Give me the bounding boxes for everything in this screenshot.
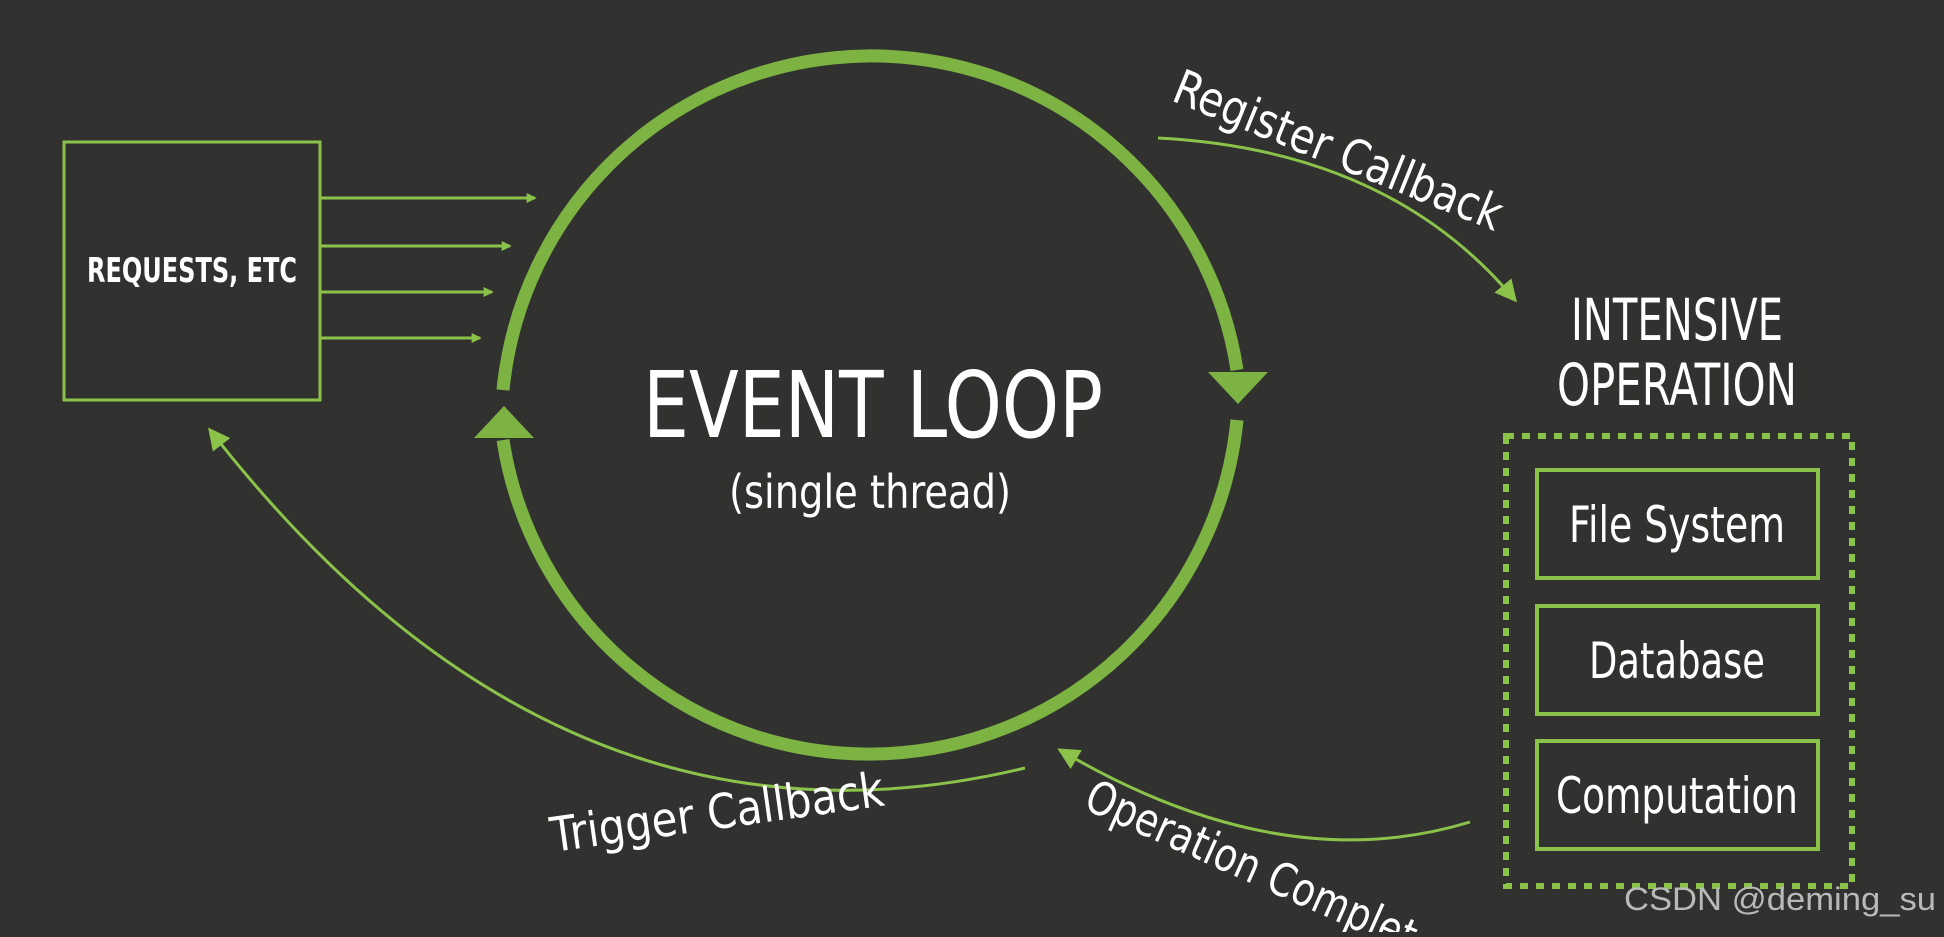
operation-item-database: Database [1535,604,1820,716]
intensive-operation: INTENSIVE OPERATION File System Database… [1503,286,1855,889]
loop-arc-bottom [496,419,1244,761]
trigger-callback-arrow [208,427,1026,792]
loop-arc-top [496,49,1244,391]
intensive-dotted-box [1503,433,1855,889]
requests-label: REQUESTS, ETC [87,251,297,291]
operation-complete-arrow [1057,748,1471,842]
operation-item-label: Database [1589,632,1765,690]
loop-arrowhead-left [474,406,534,438]
intensive-title-line1: INTENSIVE [1571,286,1783,354]
operation-item-file-system: File System [1535,468,1820,580]
operation-item-label: Computation [1556,767,1798,825]
loop-arrowhead-right [1208,372,1268,404]
register-callback-arrow [1157,136,1518,303]
operation-item-computation: Computation [1535,739,1820,851]
event-loop-title: EVENT LOOP [643,352,1103,459]
register-callback-label: Register Callback [1166,59,1512,242]
event-loop-subtitle: (single thread) [729,465,1011,519]
event-loop-circle [496,49,1244,761]
operation-complete-label: Operation Complete [1078,769,1447,932]
operation-item-label: File System [1569,496,1785,554]
request-arrows [320,193,537,343]
requests-box: REQUESTS, ETC [62,140,322,402]
watermark: CSDN @deming_su [1624,881,1936,917]
intensive-title-line2: OPERATION [1557,351,1797,419]
